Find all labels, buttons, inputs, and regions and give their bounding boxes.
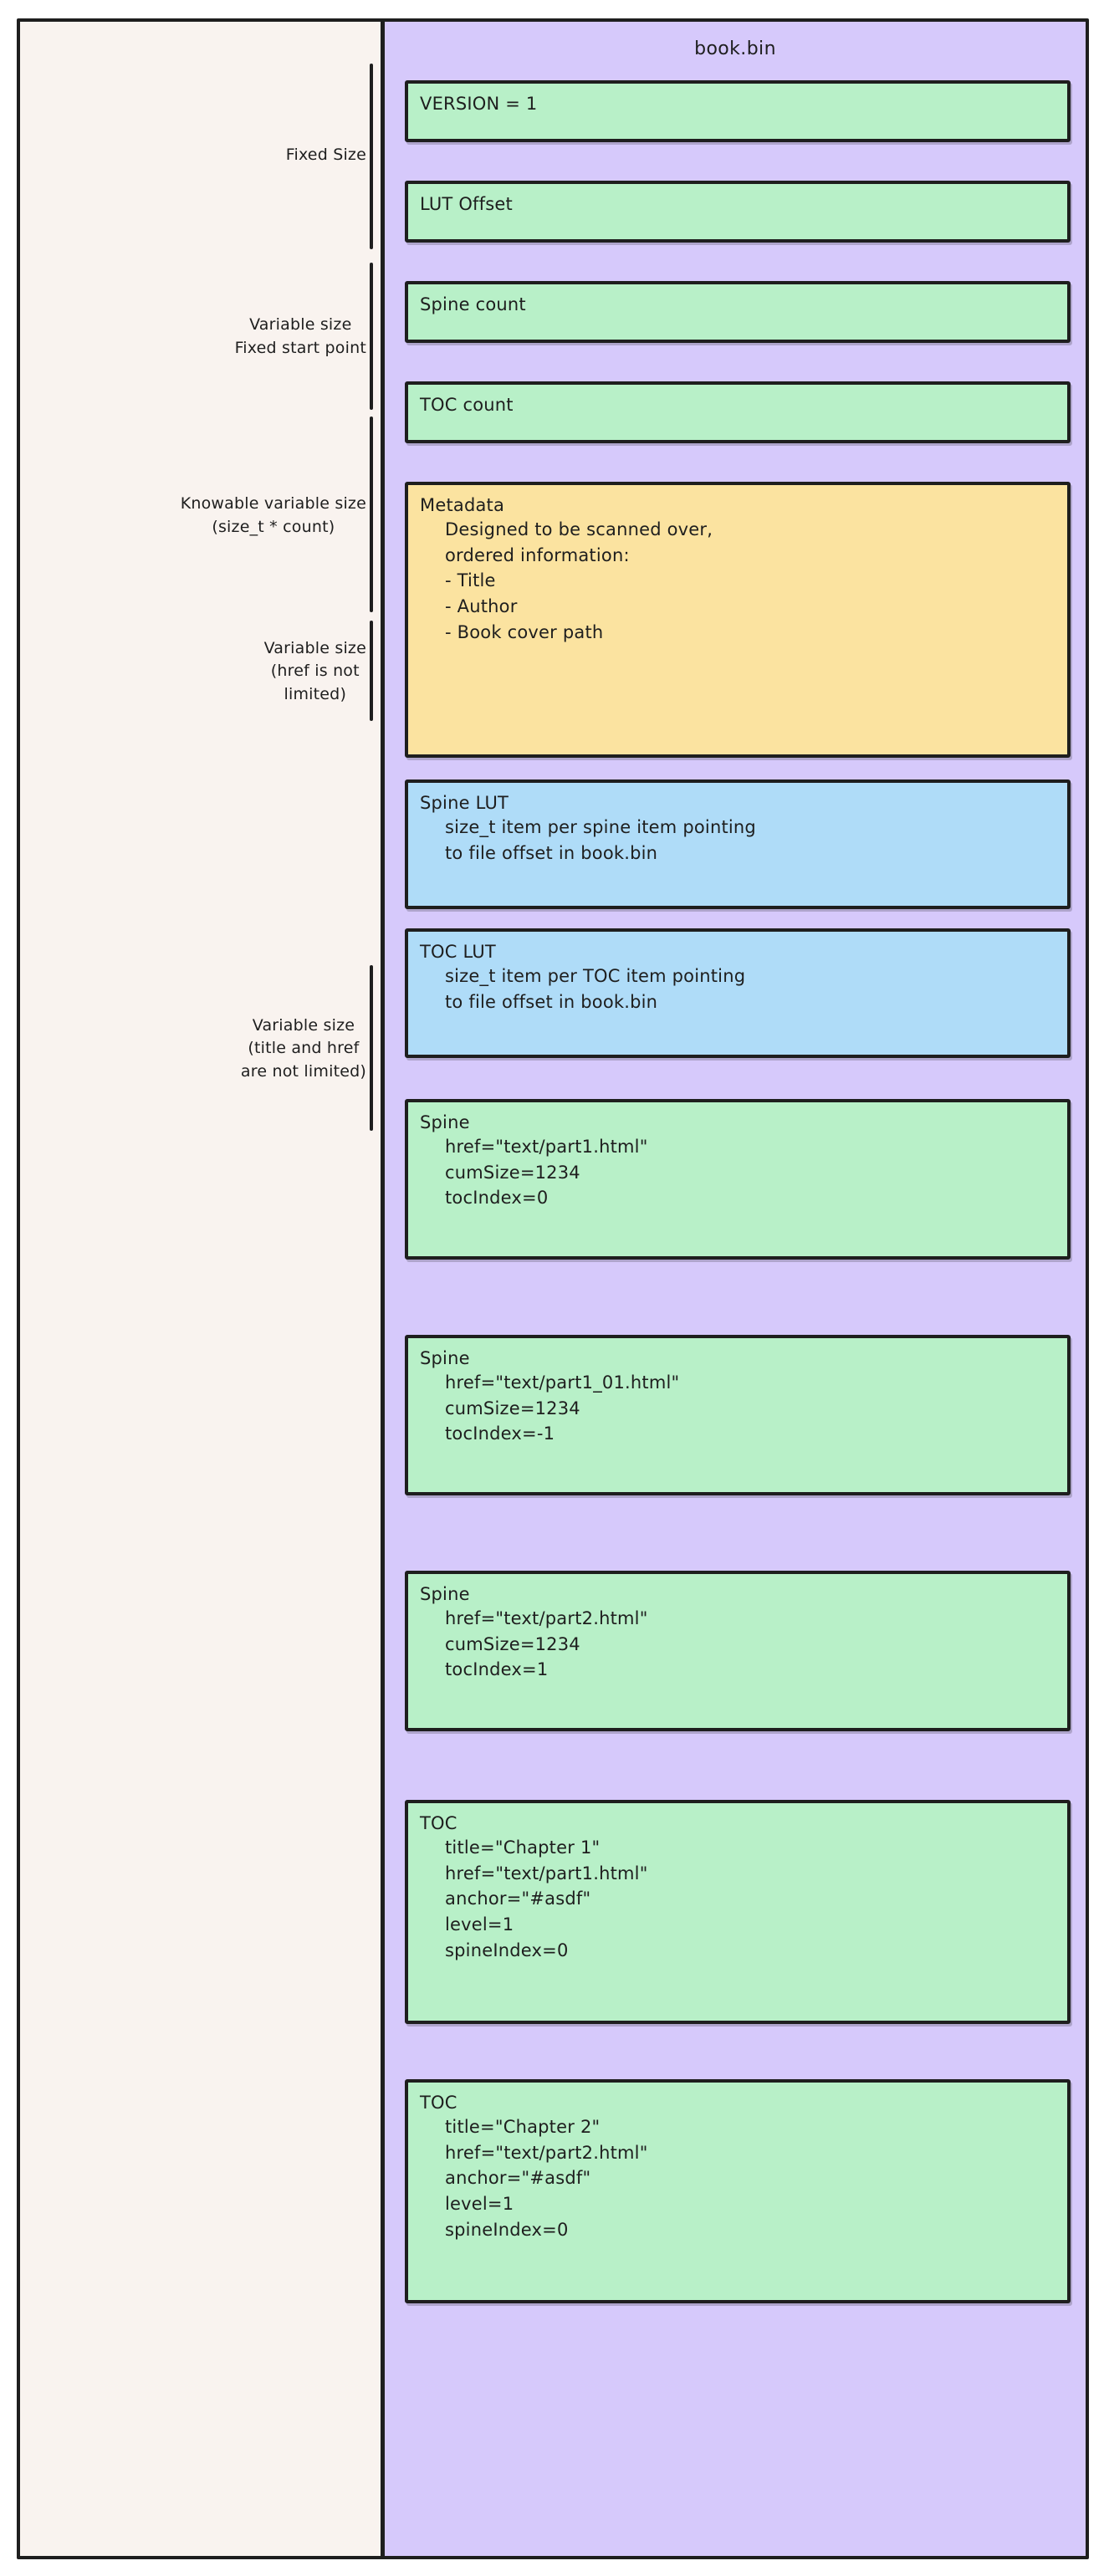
record-box-metadata[interactable]: Metadata Designed to be scanned over, or… <box>405 482 1071 758</box>
record-box-spine-count[interactable]: Spine count <box>405 281 1071 343</box>
bracket-line-fixed-size <box>370 64 373 249</box>
record-title-spine-2: Spine <box>420 1348 470 1368</box>
record-box-toc-1[interactable]: TOC title="Chapter 1" href="text/part1.h… <box>405 1800 1071 2024</box>
record-body-spine-2: href="text/part1_01.html" cumSize=1234 t… <box>445 1372 680 1444</box>
record-body-metadata: Designed to be scanned over, ordered inf… <box>445 519 713 565</box>
record-box-toc-lut[interactable]: TOC LUT size_t item per TOC item pointin… <box>405 928 1071 1058</box>
file-layout-diagram: Fixed Size Variable size Fixed start poi… <box>17 18 1089 2559</box>
record-title-metadata: Metadata <box>420 495 505 515</box>
record-box-toc-count[interactable]: TOC count <box>405 381 1071 443</box>
legend-label-fixed-size: Fixed Size <box>285 146 366 165</box>
record-title-spine-count: Spine count <box>420 294 526 314</box>
bracket-line-variable-fixed-start <box>370 263 373 410</box>
record-box-spine-lut[interactable]: Spine LUT size_t item per spine item poi… <box>405 779 1071 909</box>
record-box-spine-1[interactable]: Spine href="text/part1.html" cumSize=123… <box>405 1099 1071 1260</box>
record-title-toc-lut: TOC LUT <box>420 942 496 962</box>
legend-column: Fixed Size Variable size Fixed start poi… <box>20 22 385 2556</box>
record-box-toc-2[interactable]: TOC title="Chapter 2" href="text/part2.h… <box>405 2079 1071 2303</box>
legend-group-fixed-size: Fixed Size <box>20 55 385 256</box>
legend-label-variable-fixed-start: Variable size Fixed start point <box>234 315 366 357</box>
file-title: book.bin <box>694 38 776 59</box>
legend-group-knowable-variable: Knowable variable size (size_t * count) <box>20 417 385 616</box>
legend-label-variable-title-href: Variable size (title and href are not li… <box>240 1015 366 1081</box>
record-box-spine-2[interactable]: Spine href="text/part1_01.html" cumSize=… <box>405 1335 1071 1495</box>
record-title-toc-1: TOC <box>420 1813 457 1833</box>
record-body-toc-lut: size_t item per TOC item pointing to fil… <box>445 966 746 1012</box>
record-box-version[interactable]: VERSION = 1 <box>405 80 1071 142</box>
record-title-spine-1: Spine <box>420 1112 470 1132</box>
record-title-toc-2: TOC <box>420 2093 457 2113</box>
record-body-spine-lut: size_t item per spine item pointing to f… <box>445 817 756 863</box>
legend-group-variable-title-href: Variable size (title and href are not li… <box>20 965 385 1132</box>
bracket-line-variable-href <box>370 621 373 721</box>
legend-label-variable-href: Variable size (href is not limited) <box>263 638 366 703</box>
record-sublist-metadata: - Title - Author - Book cover path <box>445 570 604 642</box>
legend-group-variable-href: Variable size (href is not limited) <box>20 621 385 723</box>
content-column: book.bin VERSION = 1 LUT Offset Spine co… <box>385 22 1086 2556</box>
record-title-lut-offset: LUT Offset <box>420 194 513 214</box>
record-body-toc-1: title="Chapter 1" href="text/part1.html"… <box>445 1837 648 1960</box>
record-body-spine-1: href="text/part1.html" cumSize=1234 tocI… <box>445 1137 648 1209</box>
record-box-lut-offset[interactable]: LUT Offset <box>405 181 1071 243</box>
record-title-spine-3: Spine <box>420 1584 470 1604</box>
bracket-line-knowable-variable <box>370 417 373 612</box>
record-title-toc-count: TOC count <box>420 395 514 415</box>
bracket-line-variable-title-href <box>370 965 373 1131</box>
record-title-version: VERSION = 1 <box>420 94 538 114</box>
record-body-spine-3: href="text/part2.html" cumSize=1234 tocI… <box>445 1608 648 1680</box>
record-body-toc-2: title="Chapter 2" href="text/part2.html"… <box>445 2117 648 2240</box>
record-title-spine-lut: Spine LUT <box>420 793 509 813</box>
record-box-spine-3[interactable]: Spine href="text/part2.html" cumSize=123… <box>405 1571 1071 1731</box>
legend-group-variable-fixed-start: Variable size Fixed start point <box>20 263 385 411</box>
legend-label-knowable-variable: Knowable variable size (size_t * count) <box>180 494 366 536</box>
